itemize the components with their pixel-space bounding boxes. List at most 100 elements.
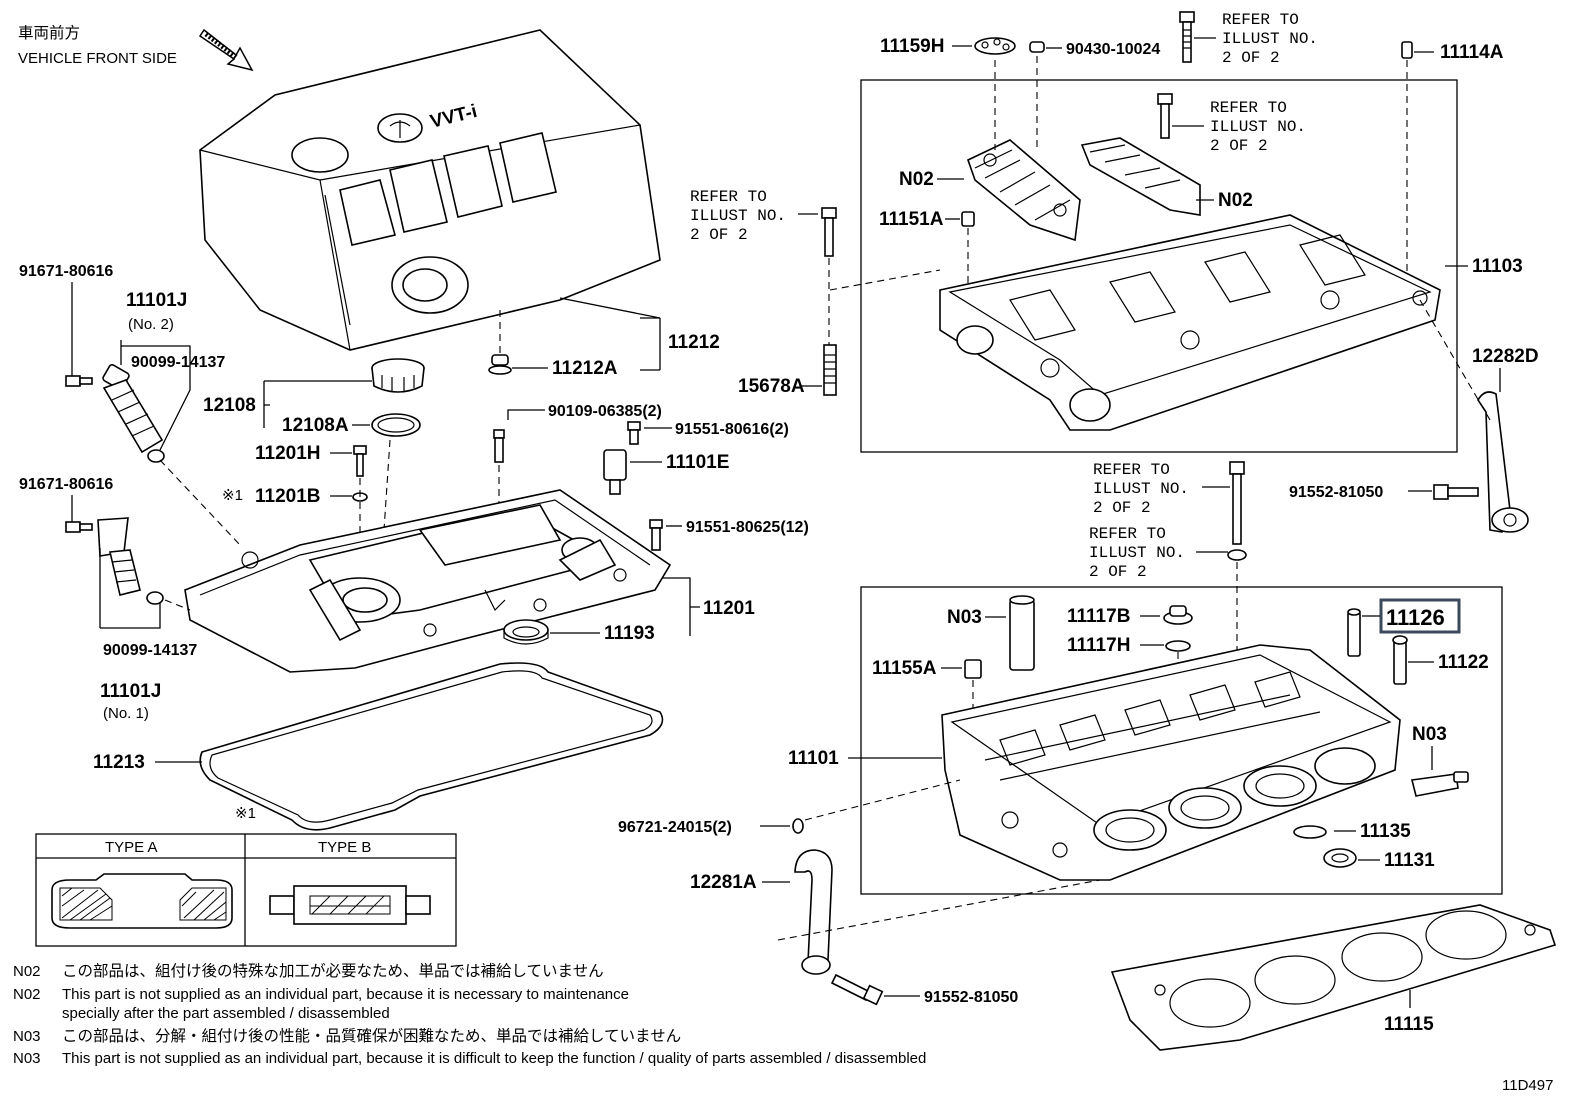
- gasket-11135: [1293, 825, 1327, 839]
- label-11101j-no1: 11101J: [100, 681, 161, 702]
- stud-90109: [493, 429, 505, 463]
- washer-ref: [1227, 549, 1247, 561]
- label-12281a: 12281A: [690, 872, 757, 893]
- diagram-code: 11D497: [1502, 1077, 1553, 1094]
- refer-note-1-line2: ILLUST NO.: [1222, 30, 1318, 48]
- label-11212a: 11212A: [552, 358, 618, 379]
- label-11101j-no1-sub: (No. 1): [103, 705, 149, 722]
- label-11117h: 11117H: [1067, 635, 1130, 656]
- cylinder-head-11101: [941, 644, 1401, 881]
- head-cover-11201: [184, 489, 672, 673]
- plug-11117b: [1163, 605, 1193, 625]
- refer-note-2-line2: ILLUST NO.: [1210, 118, 1306, 136]
- label-11193: 11193: [604, 623, 655, 644]
- footnote-n02-jp-code: N02: [13, 963, 41, 980]
- label-91671-80616-a: 91671-80616: [19, 263, 113, 280]
- refer-note-4-line2: ILLUST NO.: [1093, 480, 1189, 498]
- label-91552-81050-b: 91552-81050: [924, 989, 1018, 1006]
- label-11101j-no2-sub: (No. 2): [128, 316, 174, 333]
- guide-11122: [1392, 635, 1408, 685]
- label-11201b: 11201B: [255, 486, 321, 507]
- label-11122: 11122: [1438, 652, 1489, 673]
- bolt-91551-80625: [649, 519, 663, 551]
- plug-96721: [792, 818, 804, 834]
- camshaft-housing-11103: [939, 214, 1441, 431]
- refer-note-3-line3: 2 OF 2: [690, 226, 748, 244]
- pin-11114a: [1401, 41, 1413, 59]
- tube-n03-a: [1009, 595, 1035, 671]
- pin-11151a: [961, 211, 975, 227]
- bearing-caps-n02-right: [1080, 137, 1201, 216]
- type-b-section: [269, 885, 431, 925]
- refer-note-1-line1: REFER TO: [1222, 11, 1299, 29]
- label-n03-a: N03: [947, 607, 982, 628]
- refer-note-2-line1: REFER TO: [1210, 99, 1287, 117]
- refer-note-5-line1: REFER TO: [1089, 525, 1166, 543]
- highlight-box-11126[interactable]: [1379, 598, 1461, 634]
- label-12108a: 12108A: [282, 415, 349, 436]
- marker-note-1: ※1: [222, 487, 243, 504]
- bracket-12282d: [1477, 391, 1529, 533]
- bolt-91552-b: [830, 973, 884, 1006]
- label-11131: 11131: [1384, 850, 1435, 871]
- footnote-n02-en-1: This part is not supplied as an individu…: [62, 986, 629, 1003]
- refer-note-1-line3: 2 OF 2: [1222, 49, 1280, 67]
- footnote-n03-en: This part is not supplied as an individu…: [62, 1050, 926, 1067]
- label-11151a: 11151A: [879, 209, 944, 230]
- refer-note-2-line3: 2 OF 2: [1210, 137, 1268, 155]
- label-11212: 11212: [668, 332, 720, 353]
- label-11159h: 11159H: [880, 36, 944, 57]
- footnote-n02-en-2: specially after the part assembled / dis…: [62, 1005, 390, 1022]
- label-11114a: 11114A: [1440, 42, 1504, 63]
- marker-note-2: ※1: [235, 805, 256, 822]
- refer-note-3-line1: REFER TO: [690, 188, 767, 206]
- label-11126[interactable]: 11126: [1386, 605, 1445, 630]
- label-11101e: 11101E: [666, 452, 729, 473]
- refer-note-4-line1: REFER TO: [1093, 461, 1170, 479]
- label-11103: 11103: [1472, 256, 1523, 277]
- label-15678a: 15678A: [738, 376, 805, 397]
- cylinder-head-box: [860, 586, 1503, 895]
- pin-11155a: [964, 659, 982, 679]
- cam-sensor-11101e: [603, 421, 641, 495]
- footnote-n02-en-code: N02: [13, 986, 41, 1003]
- label-n02-b: N02: [1218, 190, 1253, 211]
- label-91551-80625: 91551-80625(12): [686, 519, 809, 536]
- bolt-91671-b: [65, 521, 93, 533]
- bolt-ref-left: [821, 207, 837, 257]
- seal-11193: [503, 619, 549, 645]
- bearing-caps-n02-left: [967, 139, 1081, 242]
- bolt-91671-a: [65, 375, 93, 387]
- label-91551-80616: 91551-80616(2): [675, 421, 789, 438]
- ring-11159h: [974, 37, 1016, 55]
- head-gasket-11115: [1110, 904, 1557, 1051]
- bracket-12281a: [794, 849, 833, 975]
- label-91552-81050-a: 91552-81050: [1289, 484, 1383, 501]
- label-91671-80616-b: 91671-80616: [19, 476, 113, 493]
- plug-90430: [1029, 41, 1045, 53]
- label-11101j-no2: 11101J: [126, 290, 187, 311]
- vehicle-front-jp: 車両前方: [18, 24, 80, 42]
- type-a-header: TYPE A: [105, 839, 158, 856]
- tube-n03-b: [1411, 771, 1469, 797]
- label-11155a: 11155A: [872, 658, 937, 679]
- oil-control-valve-no1: [97, 517, 164, 605]
- type-b-header: TYPE B: [318, 839, 371, 856]
- gasket-11213: [199, 662, 664, 831]
- vehicle-front-en: VEHICLE FRONT SIDE: [18, 50, 177, 67]
- grommet-11212a: [488, 354, 512, 375]
- bolt-ref-mid: [1157, 93, 1173, 139]
- label-12108: 12108: [203, 395, 256, 416]
- label-90109: 90109-06385(2): [548, 403, 662, 420]
- engine-cover: VVT-i: [199, 29, 661, 351]
- label-11201: 11201: [703, 598, 755, 619]
- label-11135: 11135: [1360, 821, 1411, 842]
- oil-filler-cap: [371, 358, 425, 437]
- bolt-ref-head: [1229, 461, 1245, 545]
- label-90430-10024: 90430-10024: [1066, 41, 1160, 58]
- refer-note-5-line2: ILLUST NO.: [1089, 544, 1185, 562]
- footnote-n03-en-code: N03: [13, 1050, 41, 1067]
- label-96721-24015: 96721-24015(2): [618, 819, 732, 836]
- gasket-11117h: [1165, 640, 1191, 652]
